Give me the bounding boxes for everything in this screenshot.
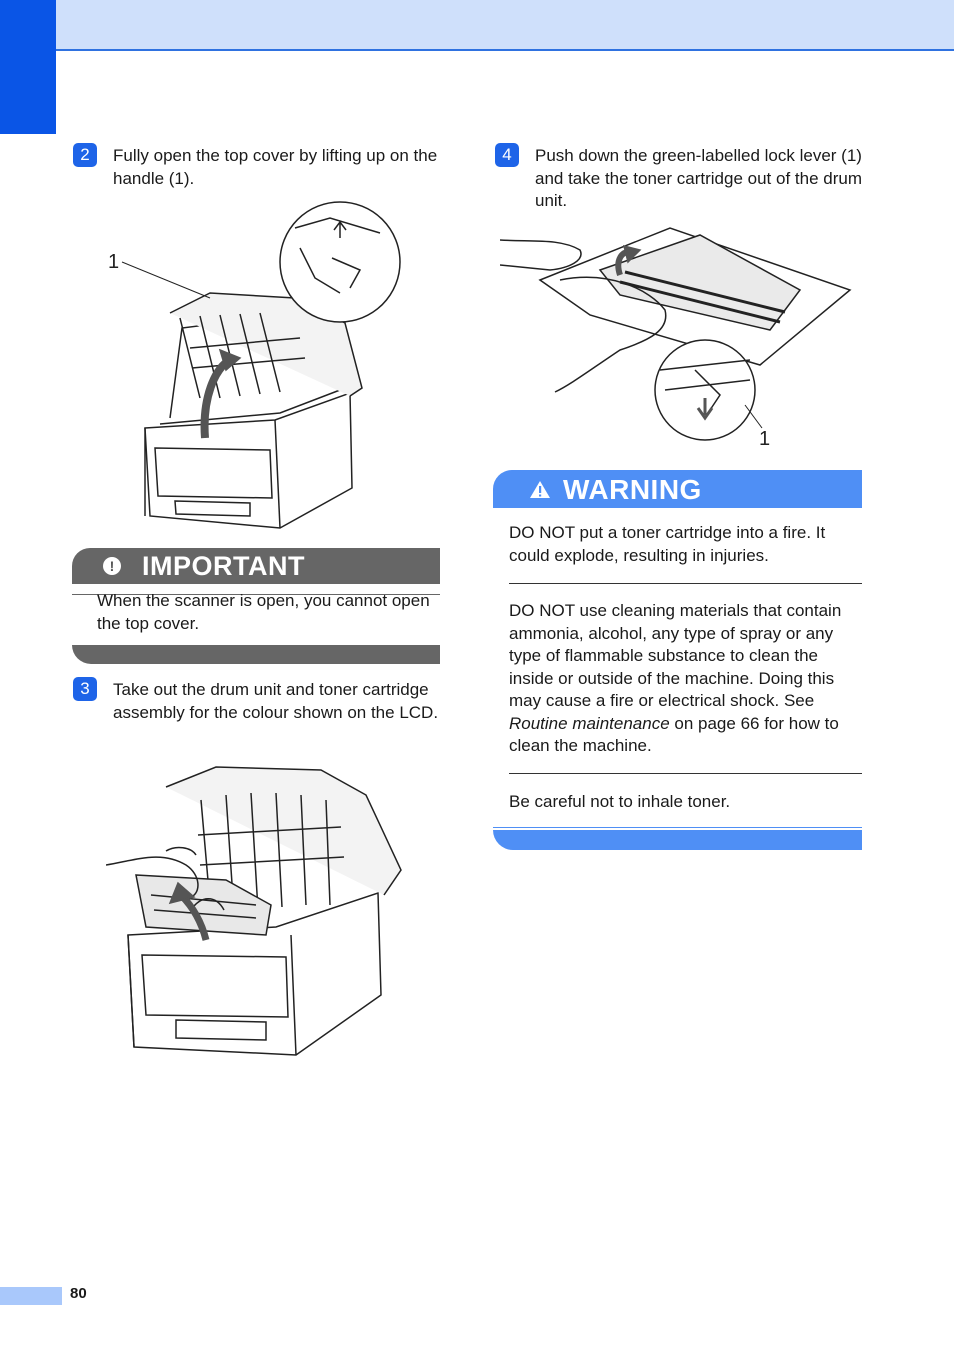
important-header: ! IMPORTANT <box>72 548 440 584</box>
step-instruction: Push down the green-labelled lock lever … <box>535 146 862 210</box>
warning-footer <box>493 830 862 850</box>
drum-removal-illustration <box>106 766 402 1056</box>
warning-text: DO NOT put a toner cartridge into a fire… <box>509 523 826 565</box>
warning-text-segment: on page 66 for how to clean the machine. <box>509 713 839 756</box>
callout-label: 1 <box>108 251 119 273</box>
cross-reference: Routine maintenance <box>509 713 670 733</box>
warning-divider <box>509 583 862 584</box>
step-instruction: Take out the drum unit and toner cartrid… <box>113 680 439 722</box>
warning-text: DO NOT use cleaning materials that conta… <box>509 600 859 758</box>
warning-text-segment: DO NOT use cleaning materials that conta… <box>509 601 842 710</box>
header-band <box>0 0 954 51</box>
callout-label: 1 <box>759 428 770 450</box>
chapter-tab <box>0 0 56 134</box>
warning-text: Be careful not to inhale toner. <box>509 792 731 811</box>
step-number-badge: 3 <box>73 677 97 701</box>
important-text: When the scanner is open, you cannot ope… <box>97 591 430 633</box>
warning-title: WARNING <box>563 474 702 505</box>
important-footer <box>72 645 440 664</box>
printer-open-cover-illustration: 1 <box>108 201 401 529</box>
warning-divider <box>509 773 862 774</box>
toner-separation-illustration: 1 <box>500 227 852 450</box>
important-rule <box>72 594 440 595</box>
important-title: IMPORTANT <box>142 551 305 581</box>
exclamation-icon: ! <box>103 557 121 575</box>
step-instruction: Fully open the top cover by lifting up o… <box>113 146 438 188</box>
step-number-badge: 2 <box>73 143 97 167</box>
warning-header: WARNING <box>493 470 862 508</box>
page-number: 80 <box>70 1285 87 1302</box>
step-number-badge: 4 <box>495 143 519 167</box>
footer-tab <box>0 1287 62 1305</box>
warning-triangle-icon <box>530 481 550 498</box>
warning-footer-line <box>493 827 862 828</box>
